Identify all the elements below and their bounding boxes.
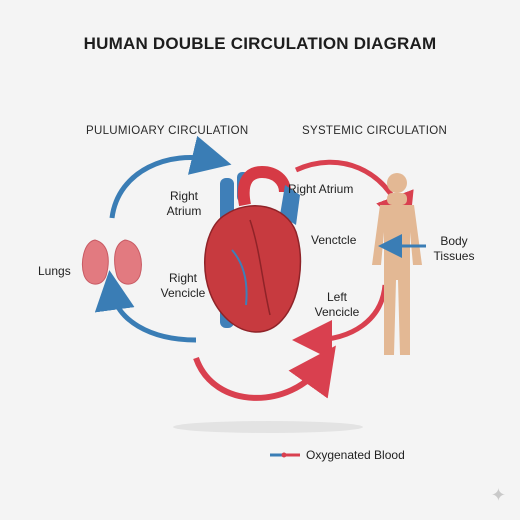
body-illustration	[372, 173, 422, 355]
heart-illustration	[204, 165, 302, 333]
label-right-atrium-top: Right Atrium	[288, 182, 354, 196]
sparkle-icon: ✦	[490, 485, 506, 505]
label-venctcle: Venctcle	[311, 233, 357, 247]
pulmonary-arrow-bottom	[94, 270, 197, 343]
label-right-vencicle: Right Vencicle	[160, 271, 206, 300]
pulmonary-heading: PULUMIOARY CIRCULATION	[86, 125, 249, 137]
legend-swatch	[270, 452, 300, 458]
systemic-heading: SYSTEMIC CIRCULATION	[302, 125, 448, 137]
systemic-arrow-right	[292, 284, 388, 360]
label-lungs: Lungs	[38, 264, 71, 278]
legend-label: Oxygenated Blood	[306, 448, 405, 462]
diagram-title: HUMAN DOUBLE CIRCULATION DIAGRAM	[83, 34, 437, 53]
lungs-illustration	[81, 239, 142, 285]
label-left-vencicle: Left Vencicle	[314, 290, 360, 319]
systemic-arrow-bottom	[193, 345, 336, 401]
floor-shadow	[173, 421, 363, 433]
label-right-atrium-left: Right Atrium	[166, 189, 202, 218]
legend: Oxygenated Blood	[270, 448, 405, 462]
label-body-tissues: Body Tissues	[433, 234, 475, 263]
pulmonary-arrow-top	[109, 135, 232, 219]
